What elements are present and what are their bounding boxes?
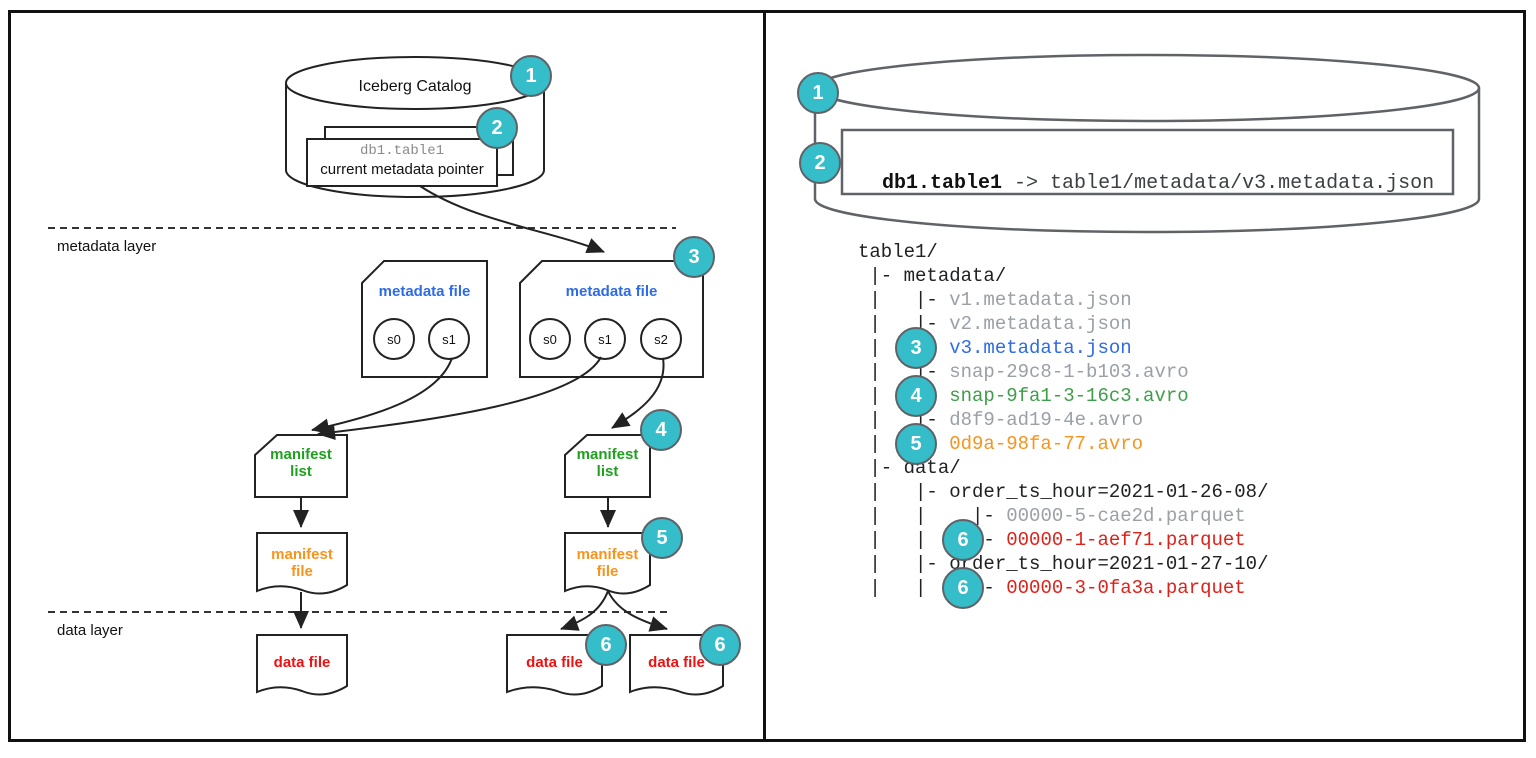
- manifest-list-right-line1: manifest: [576, 446, 639, 463]
- manifest-file-left-line1: manifest: [271, 546, 333, 563]
- metadata-file-shapes: [361, 260, 704, 378]
- snapshot-s1-left: s1: [442, 332, 456, 347]
- pointer-card-front: [306, 138, 498, 187]
- tree-line: | |- order_ts_hour=2021-01-27-10/: [858, 553, 1269, 575]
- badge-3-tree-v3: 3: [895, 327, 937, 369]
- manifest-file-left-label: manifest file: [257, 546, 347, 580]
- catalog-mapping-text: db1.table1 -> table1/metadata/v3.metadat…: [858, 149, 1434, 195]
- mapping-box: [840, 128, 1455, 196]
- snapshot-s0-left: s0: [387, 332, 401, 347]
- badge-2-pointer-right: 2: [799, 142, 841, 184]
- badge-4-manifest-list: 4: [640, 409, 682, 451]
- catalog-cylinder-large-icon: [813, 53, 1481, 234]
- manifest-file-left-line2: file: [291, 563, 313, 580]
- data-file-mid-label: data file: [526, 654, 583, 671]
- snapshot-s2-right: s2: [654, 332, 668, 347]
- mapping-target-path: -> table1/metadata/v3.metadata.json: [1002, 172, 1435, 195]
- catalog-title: Iceberg Catalog: [358, 78, 472, 95]
- card-pointer-label: current metadata pointer: [320, 161, 484, 178]
- data-layer-label: data layer: [57, 622, 123, 639]
- manifest-file-right-line1: manifest: [576, 546, 639, 563]
- manifest-list-shapes: [254, 434, 651, 498]
- manifest-list-left-label: manifest list: [255, 446, 347, 480]
- metadata-file-right-label: metadata file: [565, 283, 658, 300]
- badge-1-catalog: 1: [510, 55, 552, 97]
- metadata-layer-label: metadata layer: [57, 238, 157, 255]
- snapshot-s1-right: s1: [598, 332, 612, 347]
- tree-line: | | |- 00000-3-0fa3a.parquet: [858, 577, 1246, 599]
- manifest-list-right-label: manifest list: [565, 446, 650, 480]
- badge-6-tree-parquet2: 6: [942, 567, 984, 609]
- tree-line: |- metadata/: [858, 265, 1007, 287]
- mapping-table-name: db1.table1: [882, 172, 1003, 195]
- layer-separator-lines: [48, 227, 676, 613]
- tree-line: | |- order_ts_hour=2021-01-26-08/: [858, 481, 1269, 503]
- tree-line: | |- v1.metadata.json: [858, 289, 1132, 311]
- file-tree: table1/ |- metadata/ | |- v1.metadata.js…: [858, 240, 1268, 600]
- badge-6-data-file-right: 6: [699, 624, 741, 666]
- manifest-file-right-label: manifest file: [565, 546, 650, 580]
- manifest-list-left-line2: list: [290, 463, 312, 480]
- badge-1-catalog-right: 1: [797, 72, 839, 114]
- connector-arrows: [293, 185, 668, 632]
- snapshot-s0-right: s0: [543, 332, 557, 347]
- badge-5-tree-manifest: 5: [895, 423, 937, 465]
- tree-line: | | |- 00000-5-cae2d.parquet: [858, 505, 1246, 527]
- manifest-list-right-line2: list: [596, 463, 619, 480]
- manifest-file-shapes: [256, 532, 651, 595]
- tree-line: | | |- 00000-1-aef71.parquet: [858, 529, 1246, 551]
- badge-5-manifest-file: 5: [641, 517, 683, 559]
- data-file-left-label: data file: [273, 654, 331, 671]
- badge-6-data-file-left: 6: [585, 624, 627, 666]
- manifest-file-right-line2: file: [596, 563, 619, 580]
- badge-3-metadata-file: 3: [673, 236, 715, 278]
- manifest-list-left-line1: manifest: [270, 446, 332, 463]
- tree-line: table1/: [858, 241, 938, 263]
- card-table-name: db1.table1: [359, 143, 444, 159]
- data-file-right-label: data file: [648, 654, 705, 671]
- badge-2-pointer: 2: [476, 107, 518, 149]
- badge-4-tree-snap: 4: [895, 375, 937, 417]
- badge-6-tree-parquet1: 6: [942, 519, 984, 561]
- panel-divider: [763, 10, 766, 742]
- metadata-file-left-label: metadata file: [378, 283, 471, 300]
